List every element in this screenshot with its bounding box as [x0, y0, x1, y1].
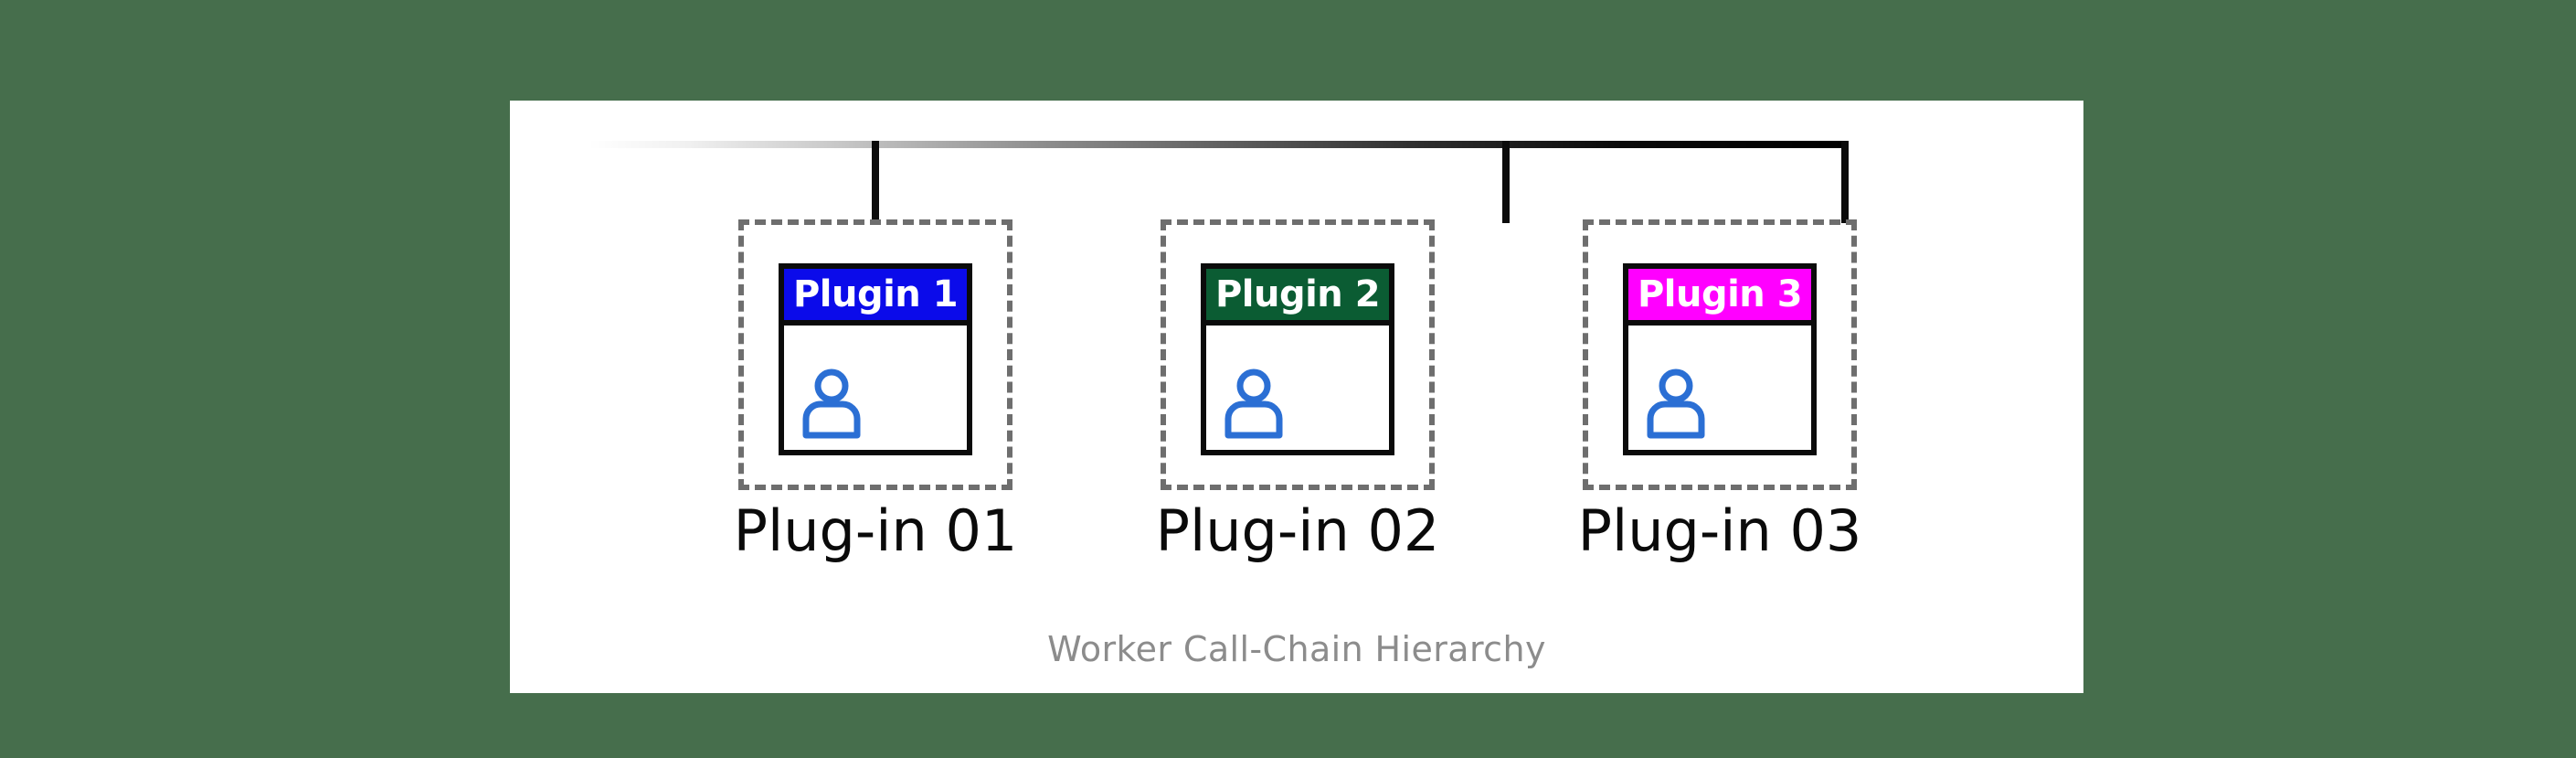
plugin-caption-1: Plug-in 01	[733, 497, 1018, 564]
plugin-card-2[interactable]: Plugin 2	[1201, 263, 1394, 455]
plugin-body-1	[784, 326, 967, 450]
figure-caption: Worker Call-Chain Hierarchy	[1047, 629, 1546, 669]
connector-drop-plugin-2	[1502, 141, 1510, 223]
plugin-caption-3: Plug-in 03	[1577, 497, 1862, 564]
connector-drop-plugin-3	[1841, 141, 1849, 223]
plugin-group-2[interactable]: Plugin 2	[1161, 219, 1435, 490]
plugin-body-2	[1206, 326, 1389, 450]
plugin-body-3	[1628, 326, 1811, 450]
connector-horizontal-bus	[588, 141, 1849, 148]
person-icon	[1221, 368, 1287, 439]
plugin-caption-2: Plug-in 02	[1155, 497, 1440, 564]
plugin-header-2: Plugin 2	[1206, 269, 1389, 326]
plugin-card-1[interactable]: Plugin 1	[779, 263, 972, 455]
person-icon	[1643, 368, 1709, 439]
person-icon	[799, 368, 864, 439]
plugin-group-1[interactable]: Plugin 1	[738, 219, 1012, 490]
connector-drop-plugin-1	[872, 141, 879, 223]
plugin-header-1: Plugin 1	[784, 269, 967, 326]
plugin-card-3[interactable]: Plugin 3	[1623, 263, 1817, 455]
plugin-header-3: Plugin 3	[1628, 269, 1811, 326]
diagram-canvas: Plugin 1 Plug-in 01 Plugin 2	[510, 101, 2083, 693]
plugin-group-3[interactable]: Plugin 3	[1583, 219, 1857, 490]
